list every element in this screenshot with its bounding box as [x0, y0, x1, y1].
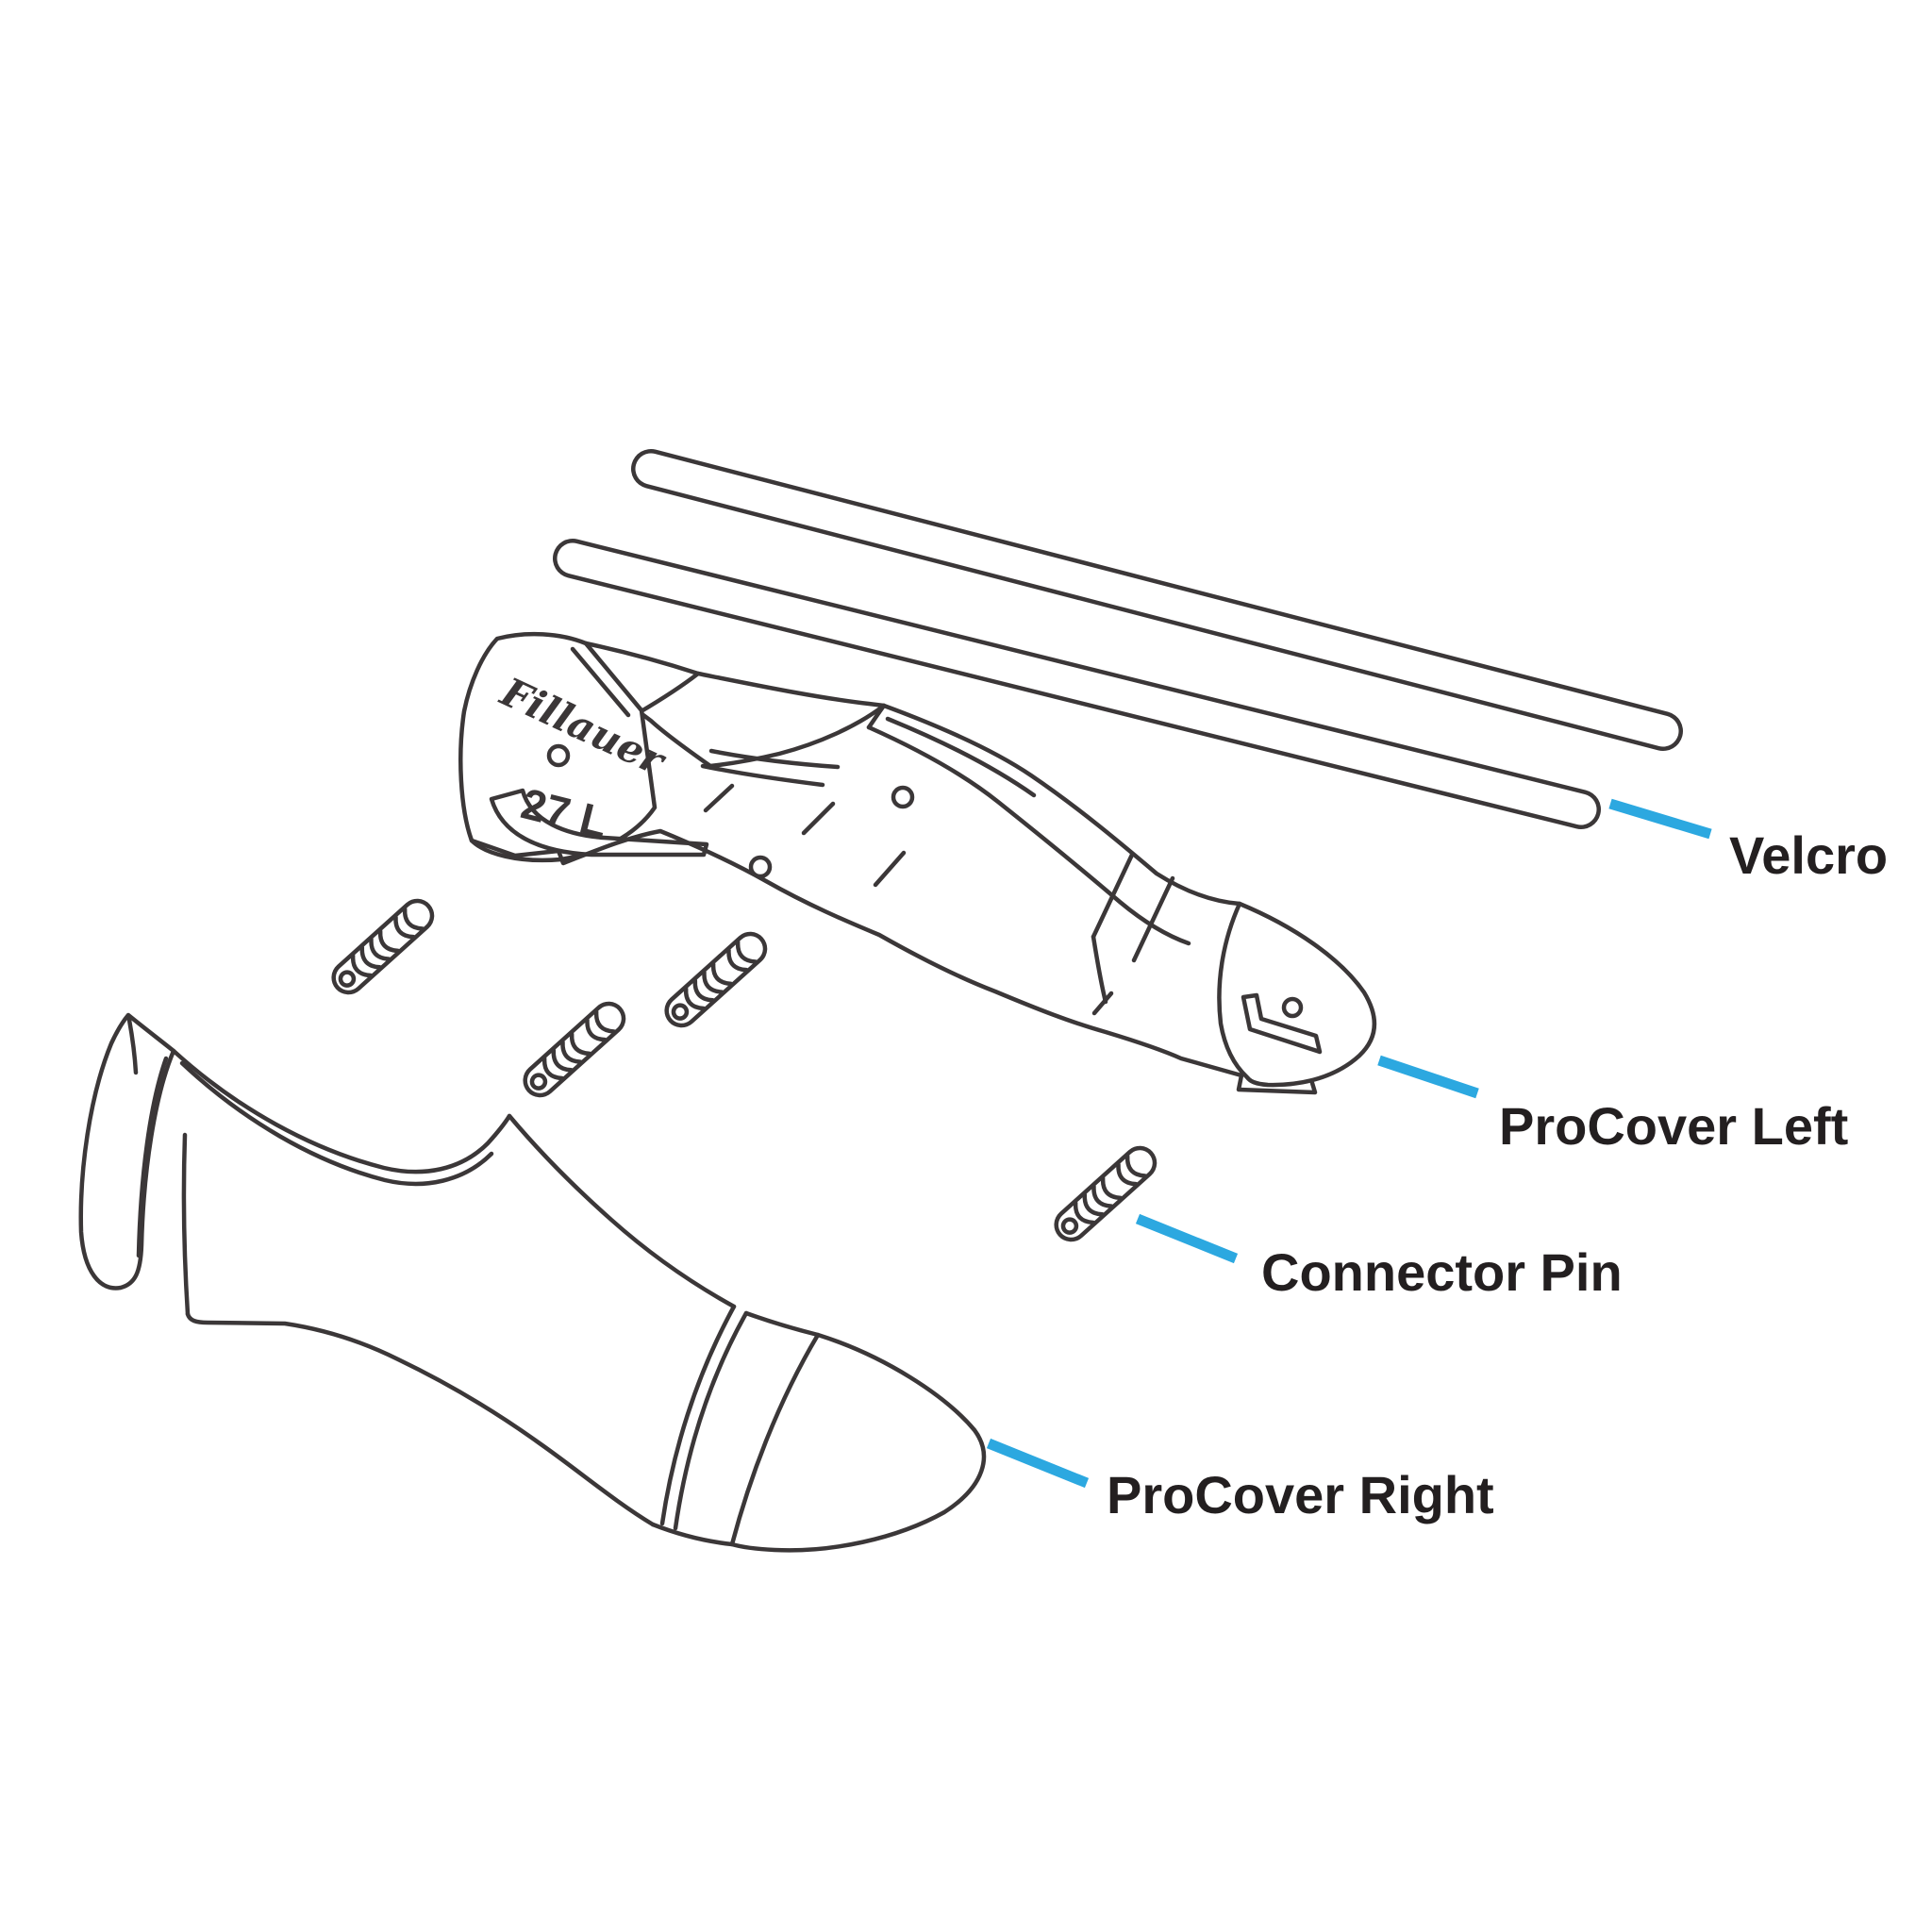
leader-lines: [986, 798, 1712, 1489]
procover-left-toe-slot: [1241, 992, 1323, 1055]
procover-right: [78, 1012, 987, 1553]
procover-left-footbed-edge: [469, 828, 1318, 1095]
procover-left-saddle: [637, 671, 887, 769]
label-velcro: Velcro: [1729, 825, 1888, 885]
procover-right-opening-rim: [171, 1048, 512, 1187]
leader-line-procover-left: [1377, 1055, 1479, 1099]
procover-right-seam: [659, 1304, 749, 1531]
procover-left: Fillauer 27 L: [458, 631, 1377, 1095]
connector-pins: [333, 906, 1148, 1240]
leader-line-velcro: [1608, 798, 1712, 840]
label-procover-left: ProCover Left: [1499, 1096, 1848, 1156]
procover-left-toe-block: [1217, 901, 1377, 1088]
part-labels: Velcro ProCover Left Connector Pin ProCo…: [1107, 825, 1888, 1524]
footbed-hole-rear: [748, 855, 773, 879]
trim-dashes: [703, 783, 1114, 1016]
velcro-strap-bottom: [553, 539, 1601, 829]
label-connector-pin: Connector Pin: [1261, 1242, 1623, 1302]
label-procover-right: ProCover Right: [1107, 1465, 1494, 1524]
connector-pin-3: [666, 939, 758, 1025]
velcro-strap-top: [631, 449, 1683, 751]
procover-right-heel-tab: [78, 1012, 176, 1291]
heel-hole: [546, 743, 571, 768]
connector-pin-4: [1056, 1153, 1148, 1240]
procover-right-toe-cap: [729, 1332, 987, 1553]
procover-right-sole: [185, 1311, 656, 1527]
procover-left-rim: [866, 703, 1242, 946]
toe-hole: [1281, 996, 1304, 1019]
connector-pin-2: [525, 1008, 617, 1095]
connector-pin-1: [333, 906, 425, 992]
leader-line-connector-pin: [1135, 1213, 1239, 1264]
footbed-hole-front: [891, 785, 915, 809]
velcro-straps: [553, 449, 1683, 829]
leader-line-procover-right: [986, 1438, 1090, 1489]
